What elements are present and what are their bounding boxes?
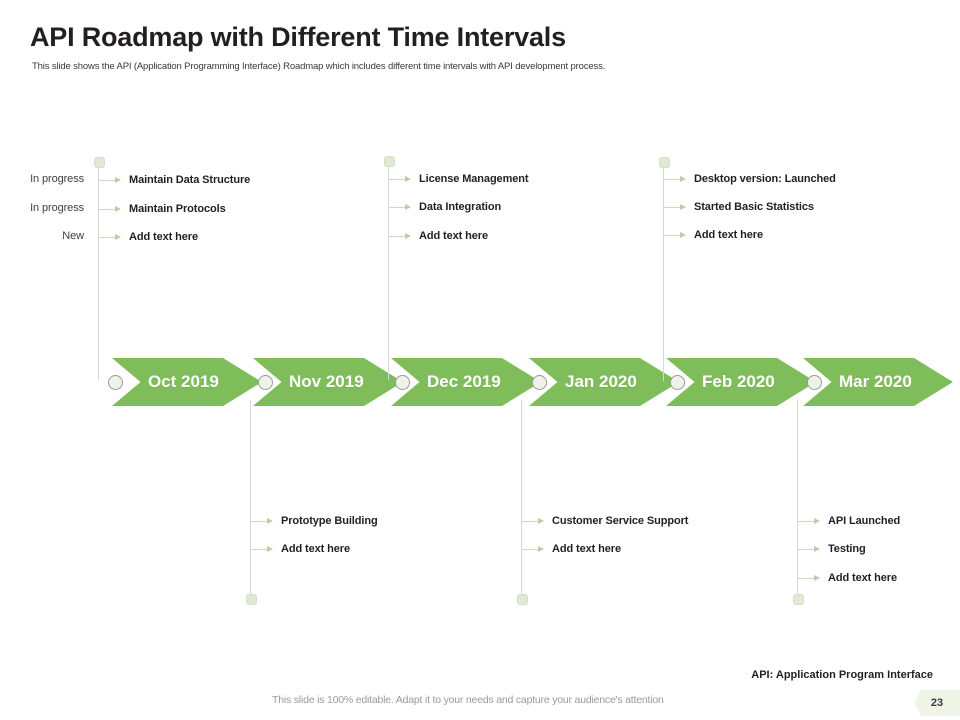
bottom-item-1-2[interactable]: Add text here [250, 543, 350, 555]
top-column-1-line [98, 161, 99, 381]
bottom-item-label: Testing [828, 543, 866, 555]
top-item-2-1[interactable]: License Management [388, 173, 529, 185]
timeline-node-oct-2019[interactable] [108, 375, 123, 390]
top-column-2-line [388, 160, 389, 380]
timeline-node-jan-2020[interactable] [532, 375, 547, 390]
top-item-3-2[interactable]: Started Basic Statistics [663, 201, 814, 213]
top-item-1-2[interactable]: Maintain Protocols [98, 203, 226, 215]
timeline-node-nov-2019[interactable] [258, 375, 273, 390]
top-item-label: Desktop version: Launched [694, 173, 836, 185]
top-item-3-3[interactable]: Add text here [663, 229, 763, 241]
timeline-node-feb-2020[interactable] [670, 375, 685, 390]
top-item-3-1[interactable]: Desktop version: Launched [663, 173, 836, 185]
milestone-label: Nov 2019 [289, 372, 364, 391]
milestone-label: Mar 2020 [839, 372, 912, 391]
bottom-item-2-2[interactable]: Add text here [521, 543, 621, 555]
arrow-connector-icon [521, 545, 544, 552]
bottom-column-3-line [797, 400, 798, 598]
arrow-connector-icon [98, 233, 121, 240]
status-label-1-2: In progress [30, 202, 84, 214]
top-item-label: Add text here [129, 231, 198, 243]
status-label-1-1: In progress [30, 173, 84, 185]
status-label-1-3: New [62, 230, 84, 242]
page-number: 23 [930, 697, 944, 709]
top-item-1-1[interactable]: Maintain Data Structure [98, 174, 250, 186]
top-column-1-end-dot [94, 157, 105, 168]
arrow-connector-icon [98, 176, 121, 183]
arrow-connector-icon [797, 574, 820, 581]
bottom-item-label: Add text here [281, 543, 350, 555]
arrow-connector-icon [250, 545, 273, 552]
arrow-connector-icon [663, 231, 686, 238]
arrow-connector-icon [521, 517, 544, 524]
milestone-chevron-dec-2019[interactable]: Dec 2019 [391, 358, 541, 406]
top-column-3-end-dot [659, 157, 670, 168]
bottom-item-3-3[interactable]: Add text here [797, 572, 897, 584]
top-column-2-end-dot [384, 156, 395, 167]
arrow-connector-icon [663, 203, 686, 210]
bottom-column-1-end-dot [246, 594, 257, 605]
milestone-chevron-oct-2019[interactable]: Oct 2019 [112, 358, 262, 406]
page-subtitle: This slide shows the API (Application Pr… [32, 61, 606, 72]
arrow-connector-icon [663, 175, 686, 182]
bottom-item-3-2[interactable]: Testing [797, 543, 866, 555]
top-item-1-3[interactable]: Add text here [98, 231, 198, 243]
milestone-label: Oct 2019 [148, 372, 219, 391]
arrow-connector-icon [98, 205, 121, 212]
top-item-label: Started Basic Statistics [694, 201, 814, 213]
top-item-label: Maintain Data Structure [129, 174, 251, 186]
milestone-chevron-jan-2020[interactable]: Jan 2020 [529, 358, 679, 406]
arrow-connector-icon [797, 517, 820, 524]
top-item-label: Add text here [694, 229, 763, 241]
bottom-column-2-line [521, 400, 522, 598]
page-number-badge: 23 [914, 690, 960, 716]
arrow-connector-icon [388, 232, 411, 239]
bottom-item-1-1[interactable]: Prototype Building [250, 515, 378, 527]
bottom-column-1-line [250, 400, 251, 598]
bottom-item-label: Add text here [552, 543, 621, 555]
top-item-label: Data Integration [419, 201, 502, 213]
page-title: API Roadmap with Different Time Interval… [30, 22, 566, 52]
bottom-column-2-end-dot [517, 594, 528, 605]
timeline-node-dec-2019[interactable] [395, 375, 410, 390]
arrow-connector-icon [388, 175, 411, 182]
arrow-connector-icon [797, 545, 820, 552]
top-item-label: Add text here [419, 230, 488, 242]
bottom-item-label: API Launched [828, 515, 901, 527]
timeline-node-mar-2020[interactable] [807, 375, 822, 390]
bottom-item-2-1[interactable]: Customer Service Support [521, 515, 688, 527]
arrow-connector-icon [250, 517, 273, 524]
top-item-2-2[interactable]: Data Integration [388, 201, 501, 213]
milestone-label: Jan 2020 [565, 372, 637, 391]
bottom-item-label: Add text here [828, 572, 897, 584]
api-legend-note: API: Application Program Interface [751, 669, 933, 681]
top-item-label: Maintain Protocols [129, 203, 226, 215]
milestone-label: Dec 2019 [427, 372, 501, 391]
milestone-chevron-nov-2019[interactable]: Nov 2019 [253, 358, 403, 406]
top-column-3-line [663, 161, 664, 381]
editable-note: This slide is 100% editable. Adapt it to… [272, 694, 664, 706]
milestone-chevron-mar-2020[interactable]: Mar 2020 [803, 358, 953, 406]
milestone-chevron-feb-2020[interactable]: Feb 2020 [666, 358, 816, 406]
arrow-connector-icon [388, 203, 411, 210]
bottom-column-3-end-dot [793, 594, 804, 605]
top-item-2-3[interactable]: Add text here [388, 230, 488, 242]
bottom-item-label: Customer Service Support [552, 515, 689, 527]
top-item-label: License Management [419, 173, 529, 185]
bottom-item-3-1[interactable]: API Launched [797, 515, 900, 527]
bottom-item-label: Prototype Building [281, 515, 378, 527]
milestone-label: Feb 2020 [702, 372, 775, 391]
